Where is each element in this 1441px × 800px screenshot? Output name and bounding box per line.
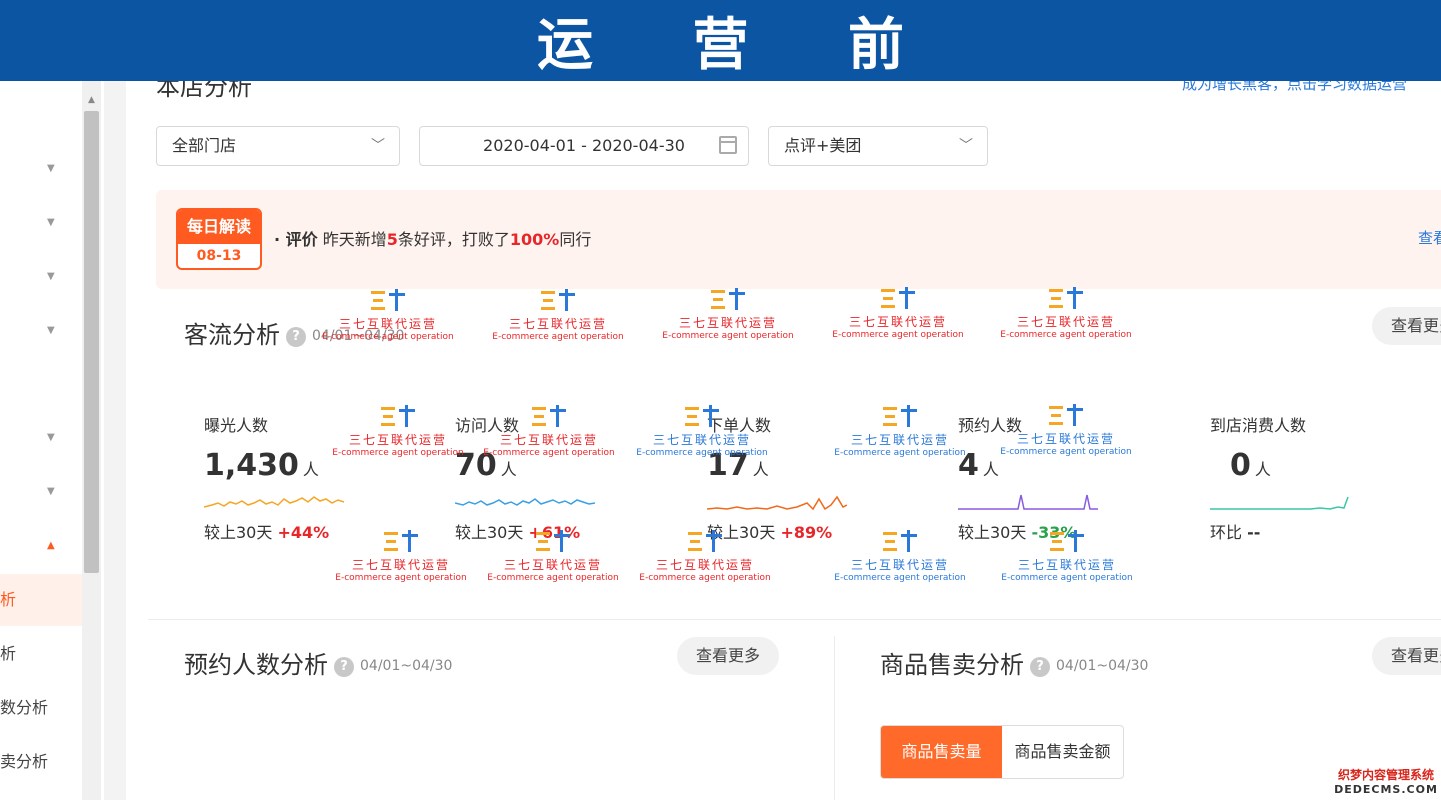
date-range-value: 2020-04-01 - 2020-04-30 [483, 136, 685, 155]
growth-hacker-link[interactable]: 成为增长黑客，点击学习数据运营 [1182, 81, 1408, 93]
sales-more-button[interactable]: 查看更多 [1372, 637, 1441, 675]
metric-compare: 较上30天 -33% [958, 523, 1077, 542]
beat-percent: 100% [509, 230, 560, 249]
traffic-title: 客流分析 [184, 321, 280, 349]
traffic-section-title: 客流分析? 04/01~04/30 [184, 315, 404, 350]
exposure-sparkline [204, 496, 344, 508]
daily-text-3: 同行 [559, 230, 592, 249]
caret-down-icon[interactable]: ▼ [47, 271, 55, 282]
section-divider [148, 619, 1441, 620]
sidebar-scrollbar-thumb[interactable] [84, 111, 99, 573]
visits-sparkline [455, 498, 595, 506]
corner-logo-line1: 织梦内容管理系统 [1337, 768, 1434, 782]
daily-text-1: 昨天新增 [317, 230, 387, 249]
daily-insight-badge: 每日解读 08-13 [176, 208, 262, 270]
caret-up-icon[interactable]: ▲ [47, 540, 55, 551]
sidebar: ▲ ▼ ▼ ▼ ▼ ▼ ▼ ▲ 析 析 数分析 卖分析 [0, 81, 104, 800]
sales-date-range: 04/01~04/30 [1056, 658, 1149, 674]
corner-logo-line2: DEDECMS.COM [1334, 783, 1438, 796]
scroll-up-arrow-icon[interactable]: ▲ [88, 95, 95, 105]
new-review-count: 5 [386, 230, 398, 249]
metric-label: 到店消费人数 [1210, 416, 1307, 435]
metric-compare: 环比 -- [1210, 523, 1261, 542]
caret-down-icon[interactable]: ▼ [47, 432, 55, 443]
help-icon[interactable]: ? [1030, 657, 1050, 677]
booking-date-range: 04/01~04/30 [360, 658, 453, 674]
chevron-down-icon: ﹀ [959, 138, 973, 154]
metric-label: 预约人数 [958, 416, 1023, 435]
caret-down-icon[interactable]: ▼ [47, 217, 55, 228]
metric-compare: 较上30天 +89% [707, 523, 833, 542]
badge-title: 每日解读 [178, 210, 260, 244]
booking-title: 预约人数分析 [184, 651, 328, 679]
dedecms-corner-logo: 织梦内容管理系统 DEDECMS.COM [1331, 766, 1441, 800]
sales-section-title: 商品售卖分析? 04/01~04/30 [880, 645, 1148, 680]
daily-view-link[interactable]: 查看 [1418, 229, 1441, 247]
help-icon[interactable]: ? [334, 657, 354, 677]
chevron-down-icon: ﹀ [371, 138, 385, 154]
banner-title: 运 营 前 [537, 13, 944, 78]
page-title: 本店分析 [156, 81, 252, 101]
daily-text-2: 条好评，打败了 [397, 230, 510, 249]
daily-insight-text: · 评价 昨天新增5条好评，打败了100%同行 [274, 226, 591, 250]
caret-down-icon[interactable]: ▼ [47, 486, 55, 497]
sales-tab-group: 商品售卖量 商品售卖金额 [880, 725, 1124, 779]
sidebar-item-sales-analysis[interactable]: 卖分析 [0, 752, 49, 771]
sidebar-item-store-analysis[interactable]: 析 [0, 574, 82, 626]
orders-sparkline [707, 495, 847, 511]
traffic-date-range: 04/01~04/30 [312, 328, 405, 344]
metric-label: 下单人数 [707, 416, 772, 435]
sidebar-item-traffic-analysis[interactable]: 析 [0, 644, 17, 663]
instore-sparkline [1210, 496, 1349, 510]
caret-down-icon[interactable]: ▼ [47, 325, 55, 336]
store-select-value: 全部门店 [172, 136, 237, 155]
traffic-more-button[interactable]: 查看更多 [1372, 307, 1441, 345]
metric-compare: 较上30天 +61% [455, 523, 581, 542]
store-select[interactable]: 全部门店 ﹀ [156, 126, 400, 166]
tab-sales-volume[interactable]: 商品售卖量 [881, 726, 1002, 778]
column-divider [834, 636, 835, 800]
layout-gap [104, 81, 126, 800]
bookings-sparkline [958, 494, 1098, 510]
tab-sales-amount[interactable]: 商品售卖金额 [1014, 742, 1111, 761]
daily-insight-prefix: · 评价 [274, 230, 318, 249]
calendar-icon [719, 136, 737, 154]
metric-label: 曝光人数 [204, 416, 269, 435]
date-range-picker[interactable]: 2020-04-01 - 2020-04-30 [419, 126, 749, 166]
caret-down-icon[interactable]: ▼ [47, 163, 55, 174]
top-banner: 运 营 前 [0, 0, 1441, 81]
platform-select-value: 点评+美团 [784, 136, 862, 155]
main-content: 本店分析 成为增长黑客，点击学习数据运营 全部门店 ﹀ 2020-04-01 -… [126, 81, 1441, 800]
booking-more-button[interactable]: 查看更多 [677, 637, 780, 675]
metric-label: 访问人数 [455, 416, 520, 435]
daily-insight-banner: 每日解读 08-13 · 评价 昨天新增5条好评，打败了100%同行 查看 [156, 190, 1441, 289]
badge-date: 08-13 [196, 248, 242, 264]
help-icon[interactable]: ? [286, 327, 306, 347]
metric-compare: 较上30天 +44% [204, 523, 330, 542]
platform-select[interactable]: 点评+美团 ﹀ [768, 126, 988, 166]
sidebar-item-booking-analysis[interactable]: 数分析 [0, 698, 49, 717]
sales-title: 商品售卖分析 [880, 651, 1024, 679]
booking-section-title: 预约人数分析? 04/01~04/30 [184, 645, 452, 680]
